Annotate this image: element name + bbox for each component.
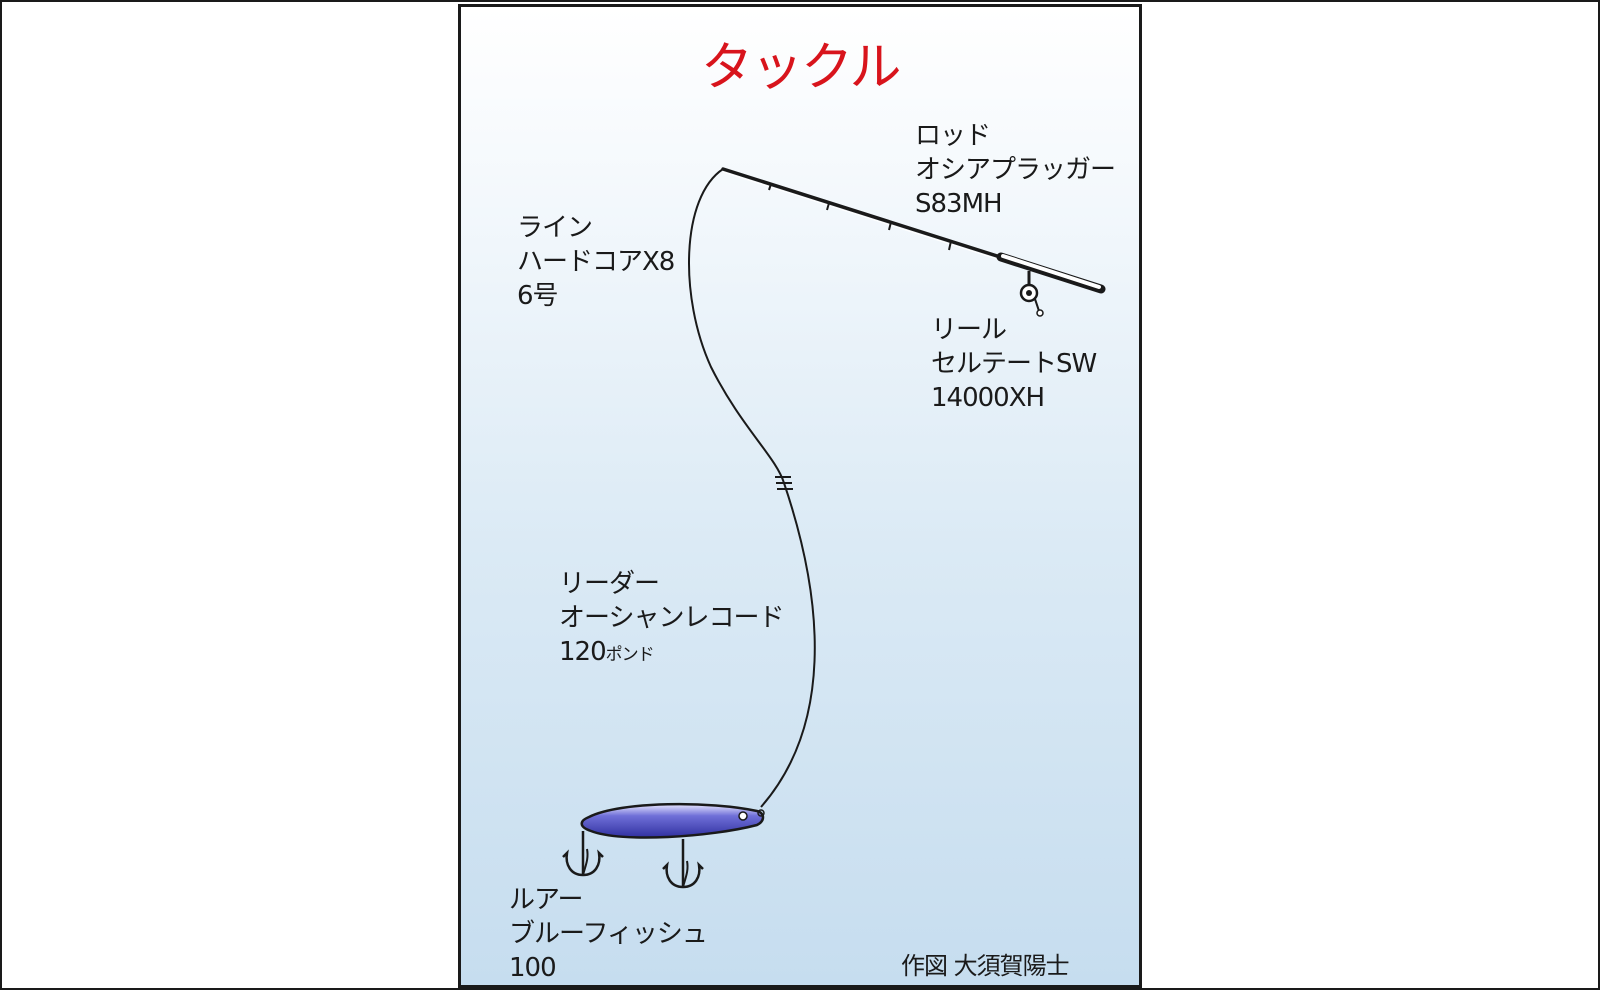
illustration-credit: 作図 大須賀陽士 (901, 952, 1070, 980)
line-knot (775, 476, 793, 490)
leader-strength-value: 120 (559, 637, 607, 667)
reel-model: 14000XH (931, 383, 1045, 413)
lure-label: ルアー (509, 885, 583, 915)
line-name: ハードコアX8 (517, 247, 675, 277)
reel-label: リール (931, 315, 1007, 345)
leader-strength: 120ポンド (559, 635, 783, 672)
reel-label-block: リール セルテートSW 14000XH (931, 313, 1097, 415)
lure-name: ブルーフィッシュ (509, 919, 708, 949)
leader-label: リーダー (559, 569, 660, 599)
treble-hook-front (562, 831, 604, 877)
rod-model: S83MH (915, 189, 1003, 219)
leader-strength-unit: ポンド (605, 645, 655, 665)
line-label: ライン (517, 213, 593, 243)
rod-label-block: ロッド オシアプラッガー S83MH (915, 119, 1116, 221)
lure-illustration (580, 802, 765, 839)
line-size: 6号 (517, 281, 559, 311)
reel-name: セルテートSW (931, 349, 1097, 379)
reel-illustration (1019, 271, 1044, 317)
lure-label-block: ルアー ブルーフィッシュ 100 (509, 883, 708, 985)
rod-name: オシアプラッガー (915, 155, 1116, 185)
fishing-line-path (688, 168, 816, 808)
leader-name: オーシャンレコード (559, 603, 784, 633)
rod-illustration (721, 167, 1106, 294)
tackle-diagram-panel: タックル ロッド オシアプラッガー S83MH ライン ハードコアX8 6号 リ… (458, 4, 1142, 988)
leader-label-block: リーダー オーシャンレコード 120ポンド (559, 567, 784, 672)
tackle-illustration (562, 167, 1106, 889)
rod-label: ロッド (915, 121, 991, 151)
line-label-block: ライン ハードコアX8 6号 (517, 211, 675, 313)
treble-hook-rear (662, 839, 704, 889)
diagram-title: タックル (701, 38, 901, 98)
lure-model: 100 (509, 953, 557, 983)
